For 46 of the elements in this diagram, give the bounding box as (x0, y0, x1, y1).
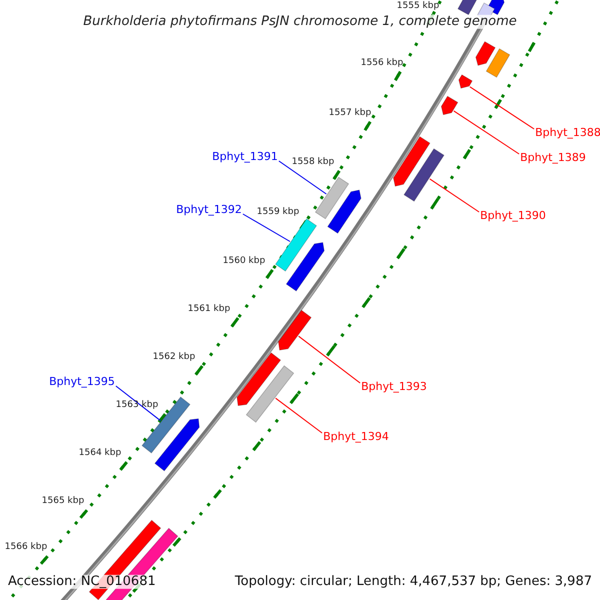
accession-text: Accession: NC_010681 (8, 574, 156, 590)
gene-segment (475, 41, 496, 66)
leader-line (298, 336, 361, 384)
gene-segment (393, 136, 430, 187)
gene-segment (142, 396, 190, 454)
gene-segment (236, 352, 282, 406)
scale-label: 1560 kbp (222, 257, 266, 267)
scale-label: 1565 kbp (42, 497, 84, 507)
scale-label: 1555 kbp (396, 2, 440, 12)
scale-label: 1556 kbp (360, 59, 404, 69)
scale-label: 1557 kbp (328, 109, 372, 119)
leader-line (429, 178, 480, 212)
gene-label: Bphyt_1390 (480, 210, 546, 222)
gene-label: Bphyt_1392 (176, 204, 242, 216)
gene-label: Bphyt_1388 (535, 126, 600, 140)
scale-label: 1562 kbp (152, 353, 196, 363)
leader-line (453, 110, 520, 154)
gene-segment (286, 242, 325, 292)
gene-segment (275, 218, 317, 272)
gene-segment (246, 365, 294, 423)
leader-line (278, 160, 327, 194)
gene-segment (314, 176, 350, 220)
gene-segment (404, 148, 444, 202)
gene-label: Bphyt_1389 (520, 152, 586, 164)
leader-line (469, 86, 535, 130)
scale-label: 1566 kbp (4, 543, 48, 553)
gene-segment (154, 418, 200, 472)
gene-segment (327, 190, 362, 234)
gene-label: Bphyt_1393 (361, 380, 427, 394)
gene-segment (458, 74, 473, 89)
gene-segment (278, 310, 312, 350)
gene-label: Bphyt_1394 (323, 430, 389, 444)
scale-label: 1564 kbp (78, 449, 122, 459)
gene-label: Bphyt_1395 (49, 376, 115, 388)
gene-segment (440, 96, 458, 116)
genome-info-text: Topology: circular; Length: 4,467,537 bp; Genes: 3,987 (234, 574, 592, 590)
leader-line (275, 398, 323, 434)
leader-line (115, 386, 161, 422)
scale-label: 1561 kbp (188, 305, 230, 315)
gene-segment (486, 48, 510, 78)
scale-label: 1558 kbp (292, 158, 334, 168)
leader-line (242, 214, 290, 242)
gene-segment (457, 0, 479, 16)
scale-label: 1559 kbp (256, 208, 300, 218)
scale-label: 1563 kbp (116, 401, 158, 411)
gene-label: Bphyt_1391 (212, 150, 278, 164)
